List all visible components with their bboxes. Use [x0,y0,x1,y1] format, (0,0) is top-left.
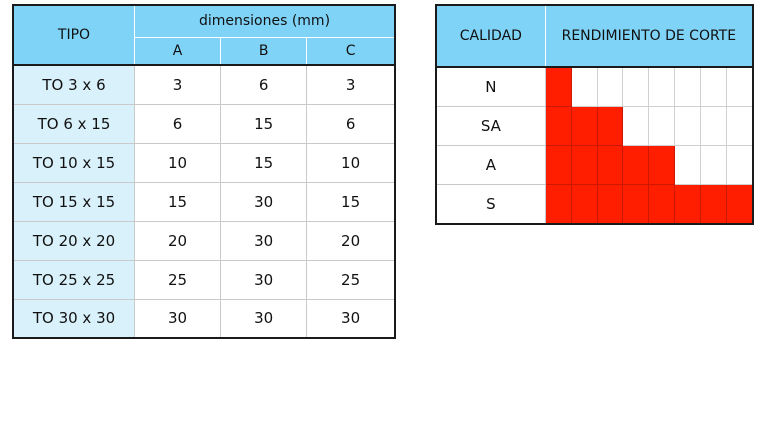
type-cell: TO 20 x 20 [12,220,135,261]
performance-cell-filled [544,106,572,146]
value-c-cell: 10 [306,142,396,183]
type-cell: TO 25 x 25 [12,259,135,300]
value-c-cell: 6 [306,103,396,144]
performance-cell-filled [596,145,624,185]
value-b-cell: 30 [220,298,308,339]
value-b-cell: 30 [220,259,308,300]
quality-label: A [435,145,546,185]
performance-cell-empty [674,66,702,107]
performance-cell-empty [726,106,754,146]
type-cell: TO 3 x 6 [12,64,135,105]
performance-cell-filled [622,184,650,225]
quality-header: CALIDAD [435,4,546,68]
performance-cell-empty [622,106,650,146]
column-header-c: C [306,36,396,66]
value-c-cell: 25 [306,259,396,300]
performance-cell-empty [674,106,702,146]
performance-cell-empty [674,145,702,185]
value-a-cell: 25 [133,259,222,300]
performance-header: RENDIMIENTO DE CORTE [544,4,754,68]
quality-label: S [435,184,546,225]
performance-cell-empty [700,106,728,146]
performance-cell-filled [544,66,572,107]
performance-cell-filled [700,184,728,225]
performance-cell-filled [570,106,598,146]
value-c-cell: 3 [306,64,396,105]
value-c-cell: 15 [306,181,396,222]
value-b-cell: 15 [220,103,308,144]
column-header-a: A [133,36,222,66]
value-b-cell: 6 [220,64,308,105]
quality-label: N [435,66,546,107]
quality-row: N [435,66,754,107]
type-cell: TO 30 x 30 [12,298,135,339]
performance-cell-empty [648,66,676,107]
performance-cell-empty [726,66,754,107]
table-row: TO 6 x 15 6 15 6 [12,103,396,144]
table-row: TO 25 x 25 25 30 25 [12,259,396,300]
value-a-cell: 15 [133,181,222,222]
performance-cell-filled [622,145,650,185]
performance-cell-filled [570,184,598,225]
value-a-cell: 20 [133,220,222,261]
dimensions-table: TIPO dimensiones (mm) A B C TO 3 x 6 3 6… [12,4,396,339]
performance-cell-filled [596,106,624,146]
performance-cell-filled [544,184,572,225]
table-row: TO 30 x 30 30 30 30 [12,298,396,339]
type-header: TIPO [12,4,135,66]
performance-cell-empty [700,145,728,185]
quality-row: SA [435,106,754,146]
value-a-cell: 6 [133,103,222,144]
quality-row: A [435,145,754,185]
table-row: TO 20 x 20 20 30 20 [12,220,396,261]
performance-cell-filled [726,184,754,225]
column-header-b: B [220,36,308,66]
performance-cell-empty [726,145,754,185]
performance-cell-empty [570,66,598,107]
dimensions-group-header: dimensiones (mm) [134,4,396,38]
value-c-cell: 20 [306,220,396,261]
type-cell: TO 10 x 15 [12,142,135,183]
value-c-cell: 30 [306,298,396,339]
value-b-cell: 15 [220,142,308,183]
type-cell: TO 6 x 15 [12,103,135,144]
value-b-cell: 30 [220,181,308,222]
table-row: TO 15 x 15 15 30 15 [12,181,396,222]
performance-cell-empty [622,66,650,107]
performance-cell-filled [596,184,624,225]
value-a-cell: 30 [133,298,222,339]
value-a-cell: 10 [133,142,222,183]
performance-cell-empty [648,106,676,146]
table-row: TO 10 x 15 10 15 10 [12,142,396,183]
performance-cell-filled [544,145,572,185]
performance-cell-filled [570,145,598,185]
quality-row: S [435,184,754,225]
value-b-cell: 30 [220,220,308,261]
value-a-cell: 3 [133,64,222,105]
type-cell: TO 15 x 15 [12,181,135,222]
performance-cell-empty [596,66,624,107]
performance-cell-filled [674,184,702,225]
table-row: TO 3 x 6 3 6 3 [12,64,396,105]
quality-label: SA [435,106,546,146]
performance-cell-empty [700,66,728,107]
performance-cell-filled [648,145,676,185]
performance-cell-filled [648,184,676,225]
